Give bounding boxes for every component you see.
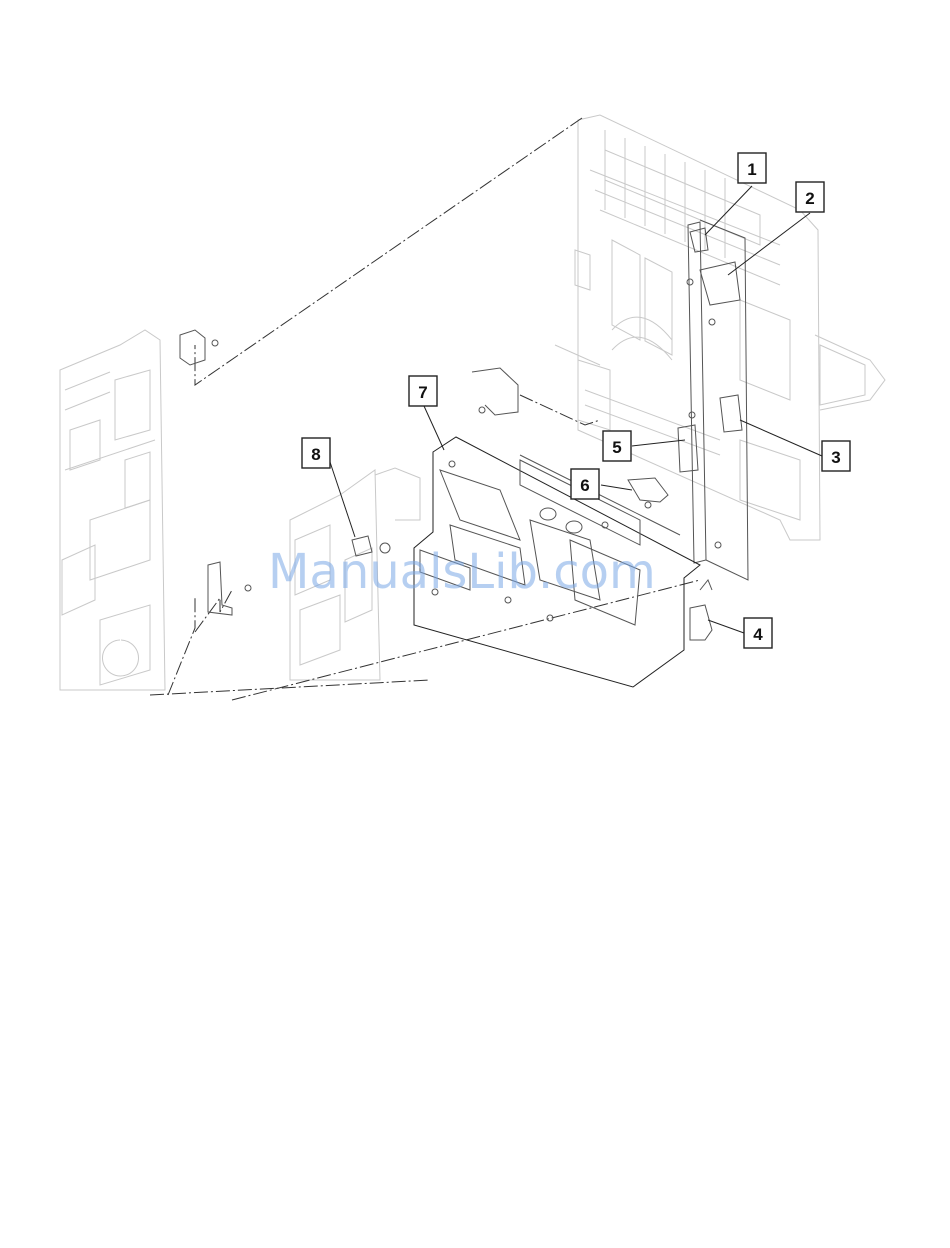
item-6-part xyxy=(628,478,668,508)
callout-8-label: 8 xyxy=(311,445,320,464)
callout-3: 3 xyxy=(822,441,850,471)
callout-7-label: 7 xyxy=(418,383,427,402)
callout-1-label: 1 xyxy=(747,160,756,179)
callout-2: 2 xyxy=(796,182,824,212)
printer-frame-illustration xyxy=(555,115,885,540)
bracket-assembly xyxy=(678,220,748,640)
callout-6-label: 6 xyxy=(580,476,589,495)
callout-2-label: 2 xyxy=(805,189,814,208)
callout-4-label: 4 xyxy=(753,625,763,644)
callout-5-label: 5 xyxy=(612,438,621,457)
left-frame-illustration xyxy=(60,330,165,690)
callout-4: 4 xyxy=(744,618,772,648)
callout-3-label: 3 xyxy=(831,448,840,467)
watermark-text: ManualsLib.com xyxy=(268,544,656,600)
callout-6: 6 xyxy=(571,469,599,499)
callout-7: 7 xyxy=(409,376,437,406)
callout-8: 8 xyxy=(302,438,330,468)
callout-1: 1 xyxy=(738,153,766,183)
callout-5: 5 xyxy=(603,431,631,461)
